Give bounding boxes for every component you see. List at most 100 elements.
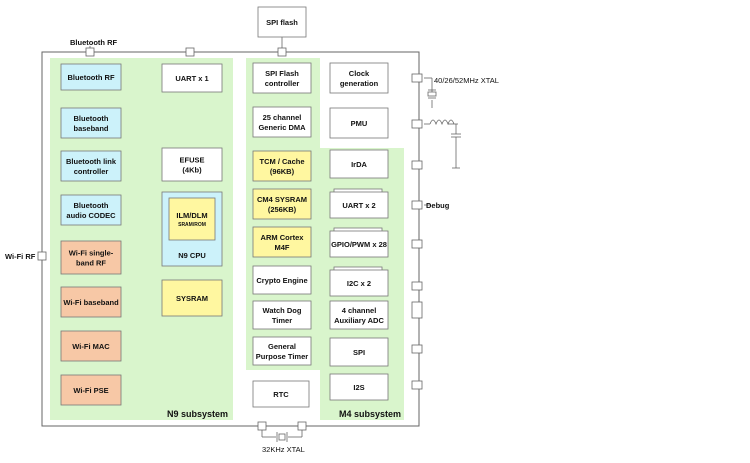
n9-sysram-block-label: SYSRAM xyxy=(176,294,208,303)
n9-wifi-rf-block-box xyxy=(60,240,122,275)
n9-bluetooth-baseband-block-label: baseband xyxy=(73,124,108,133)
rtc-block-label: RTC xyxy=(273,390,289,399)
m4-spi-block-box xyxy=(329,337,389,367)
m4-cm4-sysram-block-box xyxy=(252,188,312,220)
m4-crypto-engine-block-box xyxy=(252,265,312,295)
n9-wifi-baseband-block: Wi-Fi baseband xyxy=(60,286,122,318)
ilm-dlm-label: ILM/DLM xyxy=(176,211,207,220)
m4-i2s-block-label: I2S xyxy=(353,383,364,392)
m4-general-purpose-timer-block-box xyxy=(252,336,312,366)
n9-efuse-block-box xyxy=(161,147,223,182)
m4-auxiliary-adc-block-box xyxy=(329,300,389,330)
m4-uart-x2-block-label: UART x 2 xyxy=(342,201,375,210)
m4-pmu-block: PMU xyxy=(329,107,389,139)
m4-spi-block-label: SPI xyxy=(353,348,365,357)
m4-watchdog-timer-block-label: Watch Dog xyxy=(263,306,302,315)
wifi-rf-pin-label: Wi-Fi RF xyxy=(5,252,36,261)
m4-i2s-block-box xyxy=(329,373,389,401)
n9-bluetooth-rf-block-box xyxy=(60,63,122,91)
n9-sysram-block-box xyxy=(161,279,223,317)
ilm-dlm-block xyxy=(168,197,216,241)
m4-tcm-block: TCM / Cache(96KB) xyxy=(252,150,312,182)
n9-bluetooth-audio-codec-block-box xyxy=(60,194,122,226)
n9-bluetooth-link-controller-block-box xyxy=(60,150,122,182)
n9-wifi-mac-block: Wi-Fi MAC xyxy=(60,330,122,362)
n9-wifi-baseband-block-label: Wi-Fi baseband xyxy=(63,298,119,307)
n9-bluetooth-link-controller-block-label: Bluetooth link xyxy=(66,157,117,166)
n9-wifi-mac-block-label: Wi-Fi MAC xyxy=(72,342,110,351)
n9-wifi-baseband-block-box xyxy=(60,286,122,318)
n9-bluetooth-baseband-block-label: Bluetooth xyxy=(74,114,109,123)
rtc-block: RTC xyxy=(252,380,310,408)
m4-spi-flash-controller-block-box xyxy=(252,62,312,94)
m4-clock-generation-block-label: generation xyxy=(340,79,379,88)
m4-tcm-block-label: (96KB) xyxy=(270,167,295,176)
rtc-block-box xyxy=(252,380,310,408)
n9-efuse-block-label: (4Kb) xyxy=(182,166,202,175)
m4-uart-x2-block: UART x 2 xyxy=(329,191,389,219)
m4-gpio-pwm-block-label: GPIO/PWM x 28 xyxy=(331,240,387,249)
m4-gpio-pwm-block: GPIO/PWM x 28 xyxy=(329,230,389,258)
n9-bluetooth-audio-codec-block-label: Bluetooth xyxy=(74,201,109,210)
n9-cpu-label: N9 CPU xyxy=(178,251,206,260)
m4-clock-generation-block-label: Clock xyxy=(349,69,370,78)
m4-i2c-x2-block-box xyxy=(329,269,389,297)
n9-subsystem-label: N9 subsystem xyxy=(167,409,228,419)
m4-spi-flash-controller-block-label: controller xyxy=(265,79,300,88)
n9-wifi-rf-block: Wi-Fi single-band RF xyxy=(60,240,122,275)
m4-arm-cortex-block-box xyxy=(252,226,312,258)
m4-pmu-block-box xyxy=(329,107,389,139)
spi-flash-chip-label: SPI flash xyxy=(266,18,298,27)
m4-crypto-engine-block-label: Crypto Engine xyxy=(256,276,307,285)
m4-cm4-sysram-block-label: CM4 SYSRAM xyxy=(257,195,307,204)
m4-spi-block: SPI xyxy=(329,337,389,367)
m4-tcm-block-label: TCM / Cache xyxy=(259,157,304,166)
n9-wifi-pse-block: Wi-Fi PSE xyxy=(60,374,122,406)
n9-uart-block: UART x 1 xyxy=(161,63,223,93)
n9-bluetooth-rf-block: Bluetooth RF xyxy=(60,63,122,91)
m4-cm4-sysram-block-label: (256KB) xyxy=(268,205,297,214)
n9-wifi-pse-block-box xyxy=(60,374,122,406)
m4-general-purpose-timer-block-label: Purpose Timer xyxy=(256,352,308,361)
m4-i2c-x2-block-label: I2C x 2 xyxy=(347,279,371,288)
m4-tcm-block-box xyxy=(252,150,312,182)
n9-bluetooth-rf-block-label: Bluetooth RF xyxy=(67,73,114,82)
m4-spi-flash-controller-block-label: SPI Flash xyxy=(265,69,299,78)
n9-wifi-rf-block-label: band RF xyxy=(76,259,106,268)
m4-auxiliary-adc-block-label: 4 channel xyxy=(342,306,377,315)
n9-wifi-pse-block-label: Wi-Fi PSE xyxy=(73,386,108,395)
pins xyxy=(37,47,423,431)
ilm-dlm-sublabel: SRAM/ROM xyxy=(178,222,206,228)
m4-crypto-engine-block: Crypto Engine xyxy=(252,265,312,295)
m4-i2c-x2-block: I2C x 2 xyxy=(329,269,389,297)
rtc-xtal-symbol xyxy=(276,432,288,442)
n9-bluetooth-audio-codec-block-label: audio CODEC xyxy=(66,211,116,220)
main-xtal-symbol xyxy=(427,89,437,99)
n9-sysram-block: SYSRAM xyxy=(161,279,223,317)
m4-auxiliary-adc-block-label: Auxiliary ADC xyxy=(334,316,384,325)
m4-irda-block-box xyxy=(329,149,389,179)
debug-label: Debug xyxy=(426,201,450,210)
n9-efuse-block-label: EFUSE xyxy=(179,156,204,165)
xtal-32k-label: 32KHz XTAL xyxy=(262,445,305,454)
m4-cm4-sysram-block: CM4 SYSRAM(256KB) xyxy=(252,188,312,220)
m4-uart-x2-block-box xyxy=(329,191,389,219)
m4-irda-block-label: IrDA xyxy=(351,160,367,169)
m4-dma-block-label: 25 channel xyxy=(263,113,302,122)
n9-uart-block-box xyxy=(161,63,223,93)
n9-efuse-block: EFUSE(4Kb) xyxy=(161,147,223,182)
m4-dma-block-box xyxy=(252,106,312,138)
n9-wifi-mac-block-box xyxy=(60,330,122,362)
n9-bluetooth-baseband-block-box xyxy=(60,107,122,139)
m4-watchdog-timer-block-box xyxy=(252,300,312,330)
